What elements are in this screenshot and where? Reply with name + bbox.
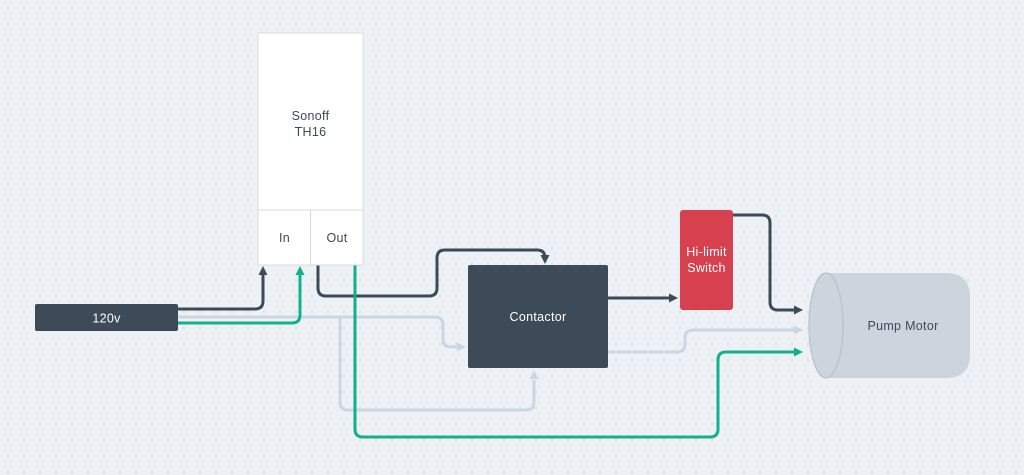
- hi-limit-box: [680, 210, 733, 310]
- pump-motor-body: [826, 273, 970, 378]
- wire-live-120v-to-sonoff-in: [178, 266, 268, 311]
- contactor-box: [468, 265, 608, 368]
- sonoff-label-line2: TH16: [295, 125, 327, 139]
- sonoff-label-line1: Sonoff: [292, 109, 330, 123]
- arrowhead-up-icon: [529, 370, 539, 379]
- node-120v-supply: 120v: [35, 304, 178, 331]
- wire-ground-sonoff-out-to-pump: [353, 265, 803, 439]
- wire-ground-120v-to-sonoff-in-path: [178, 275, 302, 325]
- wire-ground-120v-to-sonoff-in: [178, 266, 305, 325]
- wire-neutral-branch-to-contactor-bottom: [338, 317, 539, 412]
- contactor-label: Contactor: [510, 310, 567, 324]
- node-contactor: Contactor: [468, 265, 608, 368]
- wire-live-sonoff-out-to-contactor-top: [316, 248, 550, 298]
- arrowhead-right-icon: [794, 347, 803, 357]
- wire-live-120v-to-sonoff-in-path: [178, 275, 265, 311]
- node-pump-motor: Pump Motor: [808, 272, 970, 379]
- arrowhead-right-icon: [457, 342, 466, 352]
- wire-neutral-branch-path: [338, 317, 536, 412]
- arrowhead-right-icon: [794, 305, 803, 315]
- wire-neutral-contactor-to-pump: [608, 325, 803, 354]
- wire-neutral-120v-to-contactor-left: [178, 315, 466, 352]
- wire-ground-sonoff-out-to-pump-path: [353, 265, 794, 439]
- power-box: [35, 304, 178, 331]
- wire-live-hilimit-to-pump: [733, 213, 803, 315]
- power-label: 120v: [92, 312, 121, 326]
- node-sonoff-th16: Sonoff TH16 In Out: [257, 32, 364, 266]
- pump-motor-label: Pump Motor: [867, 319, 938, 333]
- arrowhead-up-icon: [258, 266, 268, 275]
- hi-limit-label-line2: Switch: [687, 261, 726, 275]
- arrowhead-down-icon: [540, 255, 550, 264]
- node-hi-limit-switch: Hi-limit Switch: [680, 210, 733, 310]
- sonoff-port-in-label: In: [279, 231, 290, 245]
- arrowhead-right-icon: [794, 325, 803, 335]
- wire-live-sonoff-out-to-contactor-top-path: [316, 248, 547, 298]
- arrowhead-right-icon: [669, 293, 678, 303]
- hi-limit-label-line1: Hi-limit: [686, 245, 727, 259]
- arrowhead-up-icon: [295, 266, 305, 275]
- sonoff-port-out-label: Out: [326, 231, 347, 245]
- wire-live-hilimit-to-pump-path: [733, 213, 794, 312]
- wire-live-contactor-to-hilimit: [608, 293, 678, 303]
- wire-neutral-contactor-to-pump-path: [608, 328, 794, 354]
- pump-motor-end-cap: [808, 272, 844, 379]
- wire-neutral-120v-to-contactor-left-path: [178, 315, 457, 349]
